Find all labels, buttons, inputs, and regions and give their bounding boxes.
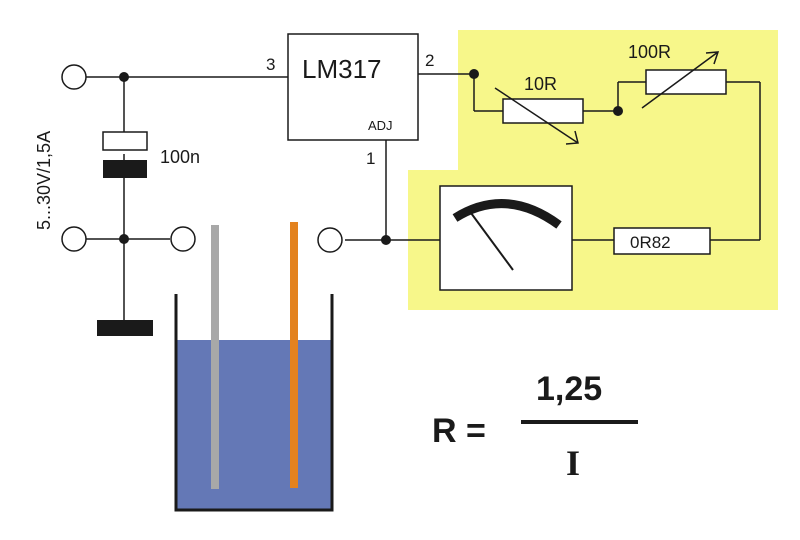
supply-voltage-label: 5...30V/1,5A — [34, 131, 54, 230]
electrode-grey — [211, 225, 219, 489]
shunt-resistor — [613, 227, 711, 255]
junction-dot — [469, 69, 479, 79]
formula-numerator: 1,25 — [536, 370, 602, 408]
variable-resistor-100r-arrow — [641, 51, 719, 109]
junction-dot — [119, 234, 129, 244]
variable-resistor-100r — [645, 69, 727, 95]
lm317-regulator — [287, 33, 419, 141]
terminal-electrode-ground — [170, 226, 196, 252]
resistor-100r-label: 100R — [628, 42, 671, 62]
terminal-supply-positive — [61, 64, 87, 90]
pin-label-out: 2 — [425, 51, 434, 70]
electrode-orange — [290, 222, 298, 488]
vessel-wall — [174, 294, 334, 512]
regulator-adj-label: ADJ — [368, 118, 393, 133]
capacitor-plate-bottom — [103, 160, 147, 178]
potentiometer-10r-arrow — [494, 87, 579, 144]
resistor-10r-label: 10R — [524, 74, 557, 94]
ground-bar — [97, 320, 153, 336]
junction-dot — [381, 235, 391, 245]
pin-label-adj: 1 — [366, 149, 375, 168]
junction-dot — [613, 106, 623, 116]
potentiometer-10r-arrowhead — [565, 130, 579, 145]
variable-resistor-100r-arrowhead — [705, 51, 720, 65]
terminal-electrode-output — [317, 227, 343, 253]
terminal-supply-negative — [61, 226, 87, 252]
regulator-name: LM317 — [302, 54, 382, 84]
shunt-resistor-label: 0R82 — [630, 233, 671, 252]
junction-dot — [119, 72, 129, 82]
pin-label-in: 3 — [266, 55, 275, 74]
electrolyte-liquid — [176, 340, 332, 510]
capacitor-label: 100n — [160, 147, 200, 167]
ammeter-needle — [470, 212, 514, 271]
ammeter-scale — [452, 199, 562, 229]
capacitor-plate-top — [102, 131, 148, 151]
formula-lhs: R = — [432, 412, 486, 450]
formula-denominator: I — [566, 443, 580, 483]
